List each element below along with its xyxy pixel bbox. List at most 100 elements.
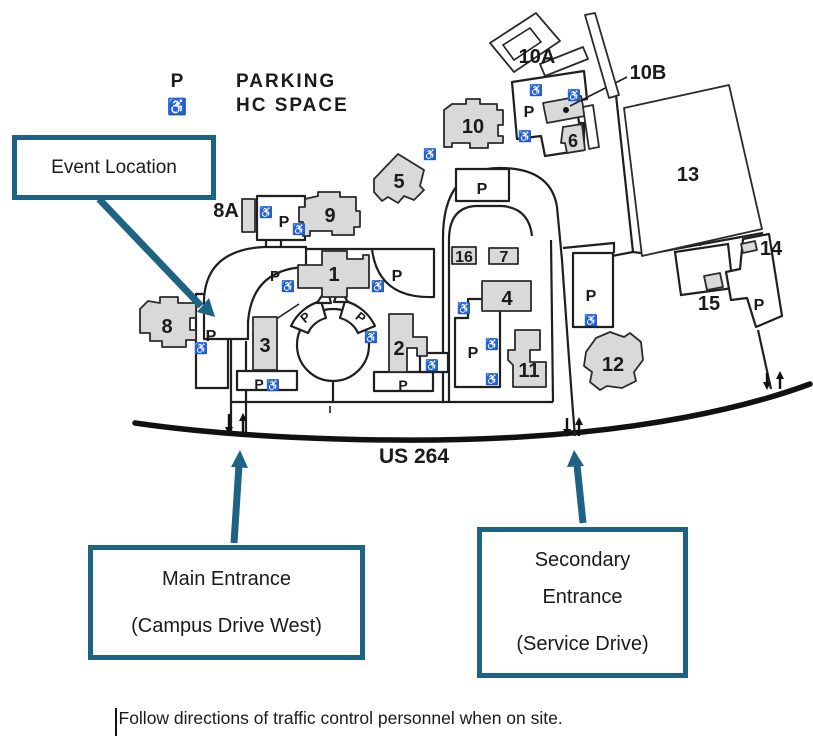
parking-label: P	[754, 297, 765, 314]
event-location-label: Event Location	[51, 156, 177, 178]
hc-space-symbols: ♿ ♿ ♿ ♿ ♿ ♿ ♿ ♿ ♿ ♿ ♿ ♿ ♿ ♿ ♿ ♿	[194, 84, 598, 392]
building-10-label: 10	[462, 116, 484, 138]
footer-instruction-row: Follow directions of traffic control per…	[115, 708, 563, 736]
hc-space-icon: ♿	[423, 148, 437, 161]
secondary-entrance-line3: (Service Drive)	[516, 633, 649, 655]
lot-quarter-right	[370, 247, 436, 299]
callout-arrows	[96, 196, 587, 544]
hc-space-icon: ♿	[518, 130, 532, 143]
building-3-label: 3	[259, 335, 270, 357]
parking-label: P	[586, 288, 597, 305]
secondary-entrance-in-arrowhead	[563, 429, 571, 437]
lot15-outline	[673, 242, 735, 297]
label-leader-10b	[569, 76, 628, 107]
parking-label: P	[477, 181, 488, 198]
building-3-shape	[252, 316, 278, 371]
building-13-label: 13	[677, 164, 699, 186]
right-entrance-in-arrowhead	[763, 382, 771, 390]
parking-label: P	[270, 268, 280, 285]
secondary-entrance-line1: Secondary	[534, 549, 631, 571]
hc-space-icon: ♿	[292, 223, 306, 236]
building-1-shape	[297, 250, 370, 298]
hc-space-icon: ♿	[281, 280, 295, 293]
building-7-label: 7	[500, 249, 509, 266]
right-entrance-out-arrowhead	[776, 371, 784, 379]
parking-label: P	[398, 377, 407, 393]
building-15-shape	[703, 272, 724, 291]
entrance-traffic-arrows	[225, 371, 784, 437]
building-10a-inner	[501, 26, 543, 62]
building-16-label: 16	[455, 249, 473, 266]
lot-top-middle	[454, 167, 511, 203]
building-10b-label: 10B	[630, 62, 667, 84]
building-1-label: 1	[328, 264, 339, 286]
parking-label: P	[468, 345, 479, 362]
main-entrance-line1: Main Entrance	[162, 567, 291, 590]
secondary-entrance-arrow-line	[573, 464, 587, 524]
building-10b-dot	[563, 107, 569, 113]
event-location-callout: Event Location	[12, 135, 216, 200]
middle-block-right-edge	[549, 239, 555, 403]
us264-label: US 264	[379, 445, 449, 468]
hc-space-icon: ♿	[485, 338, 499, 351]
hc-space-icon: ♿	[567, 89, 581, 102]
building-13-shape	[623, 84, 763, 257]
hc-space-icon: ♿	[371, 280, 385, 293]
building-9-label: 9	[324, 205, 335, 227]
parking-wedge-right	[338, 299, 377, 335]
parking-lots	[194, 69, 784, 393]
diagonal-boundary-13	[614, 94, 635, 253]
parking-labels: P P P P P P P P P P P P P	[206, 104, 765, 393]
right-entrance-road	[756, 329, 773, 390]
lot12-top-connector	[562, 241, 616, 253]
building-10a-shape	[489, 12, 561, 73]
legend-hc-label: HC SPACE	[236, 95, 349, 116]
lot-far-right	[724, 232, 784, 329]
secondary-entrance-out-arrowhead	[575, 417, 583, 425]
building-14-shape	[740, 240, 758, 254]
building-8-shape	[139, 296, 197, 348]
lot-8a	[255, 194, 307, 242]
building-7-shape	[488, 247, 519, 265]
building-2-shape	[388, 313, 428, 373]
secondary-entrance-line2: Entrance	[542, 586, 623, 608]
parking-label: P	[254, 376, 263, 392]
hc-space-icon: ♿	[457, 302, 471, 315]
us264-road	[132, 381, 813, 443]
building-10a-label: 10A	[519, 46, 556, 68]
main-entrance-out-arrowhead	[239, 413, 247, 421]
secondary-entrance-arrowhead	[567, 450, 584, 467]
building-6-shape	[560, 123, 586, 154]
legend-parking-symbol: P	[171, 71, 184, 92]
parking-label: P	[524, 104, 535, 121]
hc-space-icon: ♿	[266, 379, 280, 392]
parking-label: P	[206, 328, 217, 345]
building-2-label: 2	[393, 338, 404, 360]
building-8a-label: 8A	[213, 200, 239, 222]
building-5-shape	[373, 153, 425, 204]
footer-instruction-text[interactable]: Follow directions of traffic control per…	[118, 708, 563, 728]
parking-label: P	[392, 268, 403, 285]
event-location-arrowhead	[197, 298, 215, 317]
main-entrance-callout: Main Entrance (Campus Drive West)	[88, 545, 365, 660]
building-14-label: 14	[760, 238, 783, 260]
building-11-shape	[507, 329, 547, 388]
hc-space-icon: ♿	[485, 373, 499, 386]
legend-parking-label: PARKING	[236, 71, 336, 92]
building-10a-annex	[539, 46, 589, 77]
road-strip-lower	[582, 104, 600, 150]
building-16-shape	[451, 246, 477, 265]
building-labels: 8 3 1 2 9 8A 5 10 10A 10B 6 16 7 4 11 12…	[161, 46, 783, 382]
middle-section-inner-road	[447, 204, 534, 402]
road-strip-upper	[584, 12, 620, 99]
lot-quarter-left	[202, 245, 308, 341]
building-15-label: 15	[698, 293, 720, 315]
parking-label: P	[279, 214, 290, 231]
building-4-shape	[481, 280, 532, 312]
main-entrance-in-arrowhead	[225, 427, 233, 435]
hc-space-icon: ♿	[425, 359, 439, 372]
main-entrance-line2: (Campus Drive West)	[131, 614, 322, 637]
circle-drive	[295, 307, 371, 383]
